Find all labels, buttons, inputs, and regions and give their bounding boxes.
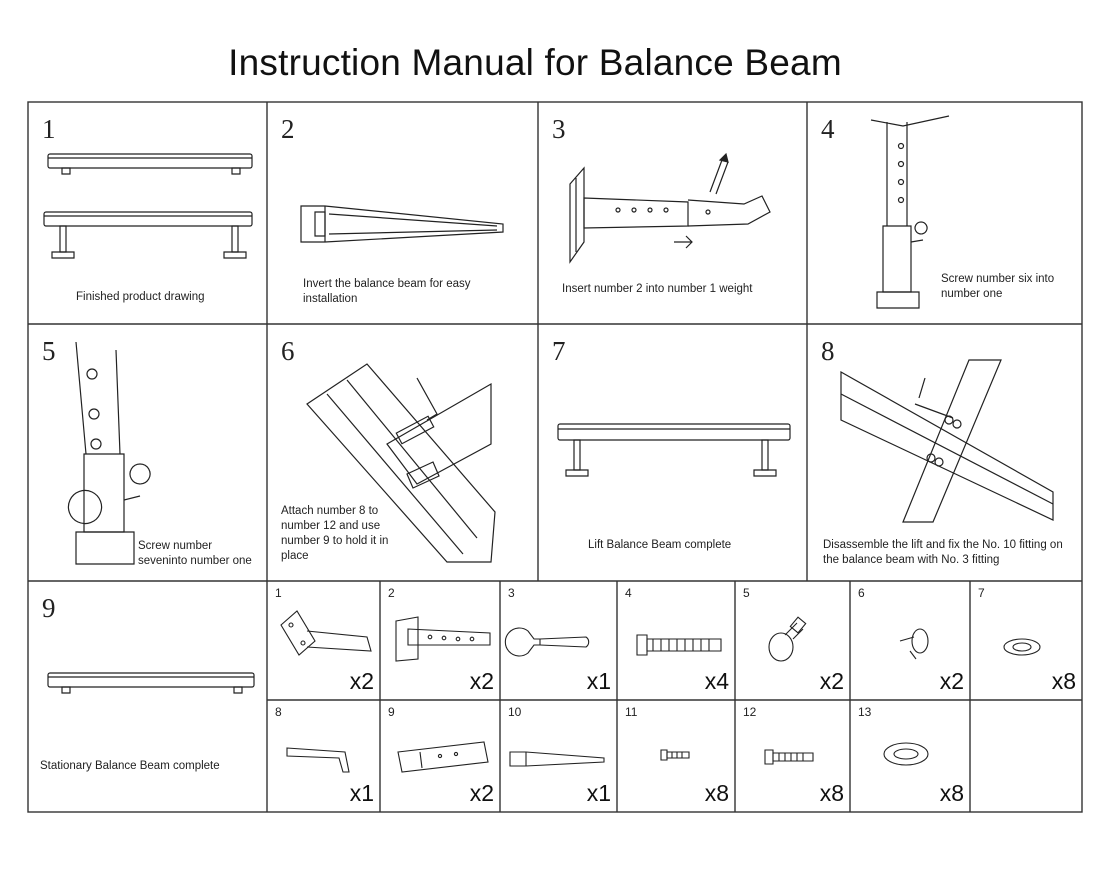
step-7-panel: 7 Lift Balance Beam complete bbox=[538, 324, 807, 581]
part-6-cell: 6 x2 bbox=[850, 581, 970, 700]
part-3-cell: 3 x1 bbox=[500, 581, 617, 700]
part-number: 5 bbox=[743, 586, 750, 600]
step-number: 3 bbox=[552, 114, 566, 144]
step-caption: Disassemble the lift and fix the No. 10 … bbox=[823, 539, 1063, 566]
part-quantity: x4 bbox=[704, 668, 729, 694]
part-number: 3 bbox=[508, 586, 515, 600]
step-1-panel: 1 Finished product drawing bbox=[28, 102, 267, 324]
part-quantity: x8 bbox=[1051, 668, 1076, 694]
part-number: 2 bbox=[388, 586, 395, 600]
step-2-panel: 2 Invert the balance beam for easy insta… bbox=[267, 102, 538, 324]
step-3-panel: 3 Insert number 2 into number 1 weight bbox=[538, 102, 807, 324]
bar-icon bbox=[380, 700, 500, 812]
part-11-cell: 11 x8 bbox=[617, 700, 735, 812]
hex-key-icon bbox=[267, 700, 380, 812]
step-number: 6 bbox=[281, 336, 295, 366]
empty-cell bbox=[970, 700, 1082, 812]
large-washer-icon bbox=[850, 700, 970, 812]
manual-title: Instruction Manual for Balance Beam bbox=[228, 42, 842, 83]
step-6-panel: 6 Attach number 8 to number 12 and use n… bbox=[267, 324, 538, 581]
step-caption: Stationary Balance Beam complete bbox=[40, 760, 220, 772]
washer-icon bbox=[970, 581, 1082, 700]
step-number: 2 bbox=[281, 114, 295, 144]
part-1-cell: 1 x2 bbox=[267, 581, 380, 700]
step-caption: Finished product drawing bbox=[76, 291, 205, 303]
part-quantity: x2 bbox=[469, 668, 494, 694]
part-quantity: x8 bbox=[704, 780, 729, 806]
part-number: 10 bbox=[508, 705, 522, 719]
part-quantity: x2 bbox=[819, 668, 844, 694]
step-number: 1 bbox=[42, 114, 56, 144]
finished-beam-illustration bbox=[28, 102, 267, 324]
lift-beam-illustration bbox=[538, 324, 807, 581]
part-number: 7 bbox=[978, 586, 985, 600]
part-quantity: x2 bbox=[469, 780, 494, 806]
bracket-base-icon bbox=[267, 581, 380, 700]
step-caption: Insert number 2 into number 1 weight bbox=[562, 283, 753, 295]
part-quantity: x2 bbox=[349, 668, 374, 694]
step-number: 9 bbox=[42, 593, 56, 623]
tapered-bar-icon bbox=[500, 700, 617, 812]
part-number: 11 bbox=[625, 705, 638, 719]
part-2-cell: 2 x2 bbox=[380, 581, 500, 700]
part-8-cell: 8 x1 bbox=[267, 700, 380, 812]
part-number: 6 bbox=[858, 586, 865, 600]
insert-tube-illustration bbox=[538, 102, 807, 324]
step-number: 7 bbox=[552, 336, 566, 366]
part-number: 12 bbox=[743, 705, 757, 719]
step-9-panel: 9 Stationary Balance Beam complete bbox=[28, 581, 267, 812]
screw-seven-illustration bbox=[28, 324, 267, 581]
short-screw-icon bbox=[617, 700, 735, 812]
part-number: 4 bbox=[625, 586, 632, 600]
long-bolt-icon bbox=[617, 581, 735, 700]
part-12-cell: 12 x8 bbox=[735, 700, 850, 812]
step-caption: Lift Balance Beam complete bbox=[588, 539, 732, 551]
disassemble-illustration bbox=[807, 324, 1082, 581]
small-knob-icon bbox=[850, 581, 970, 700]
stationary-beam-illustration bbox=[28, 581, 267, 812]
step-caption: Attach number 8 to number 12 and use num… bbox=[281, 505, 389, 562]
screw-knob-illustration bbox=[807, 102, 1082, 324]
part-number: 8 bbox=[275, 705, 282, 719]
part-quantity: x1 bbox=[586, 780, 611, 806]
plate-tube-icon bbox=[380, 581, 500, 700]
step-caption: Screw number six into number one bbox=[941, 273, 1055, 300]
part-4-cell: 4 x4 bbox=[617, 581, 735, 700]
attach-fitting-illustration bbox=[267, 324, 538, 581]
bolt-icon bbox=[735, 700, 850, 812]
part-5-cell: 5 x2 bbox=[735, 581, 850, 700]
part-quantity: x8 bbox=[939, 780, 964, 806]
part-quantity: x8 bbox=[819, 780, 844, 806]
part-number: 13 bbox=[858, 705, 872, 719]
part-7-cell: 7 x8 bbox=[970, 581, 1082, 700]
inverted-beam-illustration bbox=[267, 102, 538, 324]
part-10-cell: 10 x1 bbox=[500, 700, 617, 812]
part-number: 9 bbox=[388, 705, 395, 719]
part-quantity: x1 bbox=[586, 668, 611, 694]
step-number: 4 bbox=[821, 114, 835, 144]
step-number: 8 bbox=[821, 336, 835, 366]
step-8-panel: 8 Disassemble the lift and fix the No. 1… bbox=[807, 324, 1082, 581]
step-number: 5 bbox=[42, 336, 56, 366]
part-number: 1 bbox=[275, 586, 282, 600]
part-13-cell: 13 x8 bbox=[850, 700, 970, 812]
knob-icon bbox=[735, 581, 850, 700]
part-quantity: x1 bbox=[349, 780, 374, 806]
part-quantity: x2 bbox=[939, 668, 964, 694]
step-5-panel: 5 Screw number seveninto number one bbox=[28, 324, 267, 581]
step-4-panel: 4 Screw number six into number one bbox=[807, 102, 1082, 324]
wrench-icon bbox=[500, 581, 617, 700]
step-caption: Invert the balance beam for easy install… bbox=[303, 278, 471, 305]
step-caption: Screw number seveninto number one bbox=[138, 540, 252, 567]
part-9-cell: 9 x2 bbox=[380, 700, 500, 812]
